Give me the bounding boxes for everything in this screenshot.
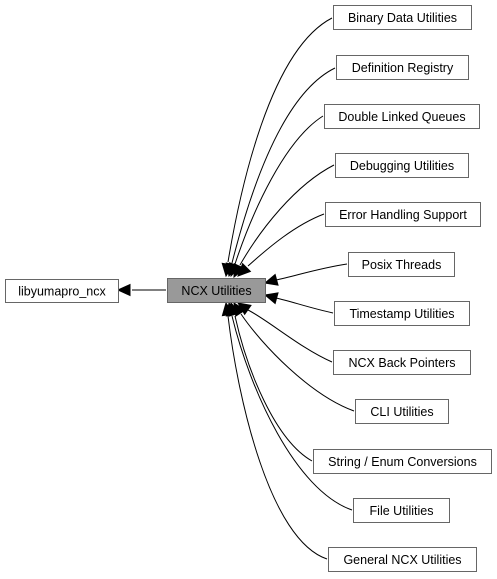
node-general-ncx-utilities[interactable]: General NCX Utilities (328, 547, 477, 572)
ncx-back-pointers-label: NCX Back Pointers (349, 356, 456, 370)
node-posix-threads[interactable]: Posix Threads (348, 252, 455, 277)
node-timestamp-utilities[interactable]: Timestamp Utilities (334, 301, 470, 326)
graph-nodes: libyumapro_ncx NCX Utilities Binary Data U… (5, 5, 492, 572)
posix-threads-box (348, 252, 455, 277)
debugging-utilities-label: Debugging Utilities (350, 159, 454, 173)
general-ncx-utilities-label: General NCX Utilities (343, 553, 461, 567)
error-handling-support-label: Error Handling Support (339, 208, 467, 222)
cli-utilities-label: CLI Utilities (370, 405, 433, 419)
ncx-utilities-box (167, 278, 266, 303)
posix-threads-edge (275, 263, 348, 281)
ncx-utilities-to-libyumapro-ncx-arrowhead (116, 283, 131, 297)
timestamp-utilities-arrowhead (263, 292, 279, 305)
node-cli-utilities[interactable]: CLI Utilities (355, 399, 449, 424)
binary-data-utilities-label: Binary Data Utilities (348, 11, 457, 25)
node-definition-registry[interactable]: Definition Registry (336, 55, 469, 80)
binary-data-utilities-box (333, 5, 472, 30)
general-ncx-utilities-arrowhead (221, 301, 235, 317)
node-string-enum-conversions[interactable]: String / Enum Conversions (313, 449, 492, 474)
definition-registry-label: Definition Registry (352, 61, 454, 75)
timestamp-utilities-label: Timestamp Utilities (349, 307, 454, 321)
node-error-handling-support[interactable]: Error Handling Support (325, 202, 481, 227)
libyumapro-ncx-box (5, 279, 119, 303)
general-ncx-utilities-edge (227, 315, 328, 560)
string-enum-conversions-edge (234, 315, 313, 462)
node-debugging-utilities[interactable]: Debugging Utilities (335, 153, 469, 178)
debugging-utilities-box (335, 153, 469, 178)
binary-data-utilities-edge (227, 17, 333, 263)
double-linked-queues-edge (234, 115, 324, 265)
ncx-back-pointers-box (333, 350, 471, 375)
timestamp-utilities-edge (275, 297, 334, 314)
ncx-back-pointers-edge (247, 309, 333, 363)
file-utilities-label: File Utilities (370, 504, 434, 518)
file-utilities-box (353, 498, 450, 523)
ncx-utilities-label: NCX Utilities (181, 284, 251, 298)
posix-threads-label: Posix Threads (362, 258, 442, 272)
graph-edges (116, 17, 355, 560)
definition-registry-box (336, 55, 469, 80)
timestamp-utilities-box (334, 301, 470, 326)
debugging-utilities-edge (239, 164, 335, 266)
string-enum-conversions-box (313, 449, 492, 474)
cli-utilities-box (355, 399, 449, 424)
error-handling-support-arrowhead (237, 262, 252, 277)
posix-threads-arrowhead (263, 273, 279, 286)
node-ncx-back-pointers[interactable]: NCX Back Pointers (333, 350, 471, 375)
error-handling-support-edge (247, 213, 325, 267)
cli-utilities-edge (240, 313, 355, 412)
node-binary-data-utilities[interactable]: Binary Data Utilities (333, 5, 472, 30)
error-handling-support-box (325, 202, 481, 227)
file-utilities-edge (231, 315, 353, 511)
double-linked-queues-box (324, 104, 480, 129)
general-ncx-utilities-box (328, 547, 477, 572)
node-file-utilities[interactable]: File Utilities (353, 498, 450, 523)
double-linked-queues-label: Double Linked Queues (338, 110, 465, 124)
node-ncx-utilities: NCX Utilities (167, 278, 266, 303)
node-libyumapro-ncx[interactable]: libyumapro_ncx (5, 279, 119, 303)
libyumapro-ncx-label: libyumapro_ncx (18, 285, 106, 299)
string-enum-conversions-label: String / Enum Conversions (328, 455, 477, 469)
definition-registry-edge (231, 67, 336, 264)
node-double-linked-queues[interactable]: Double Linked Queues (324, 104, 480, 129)
